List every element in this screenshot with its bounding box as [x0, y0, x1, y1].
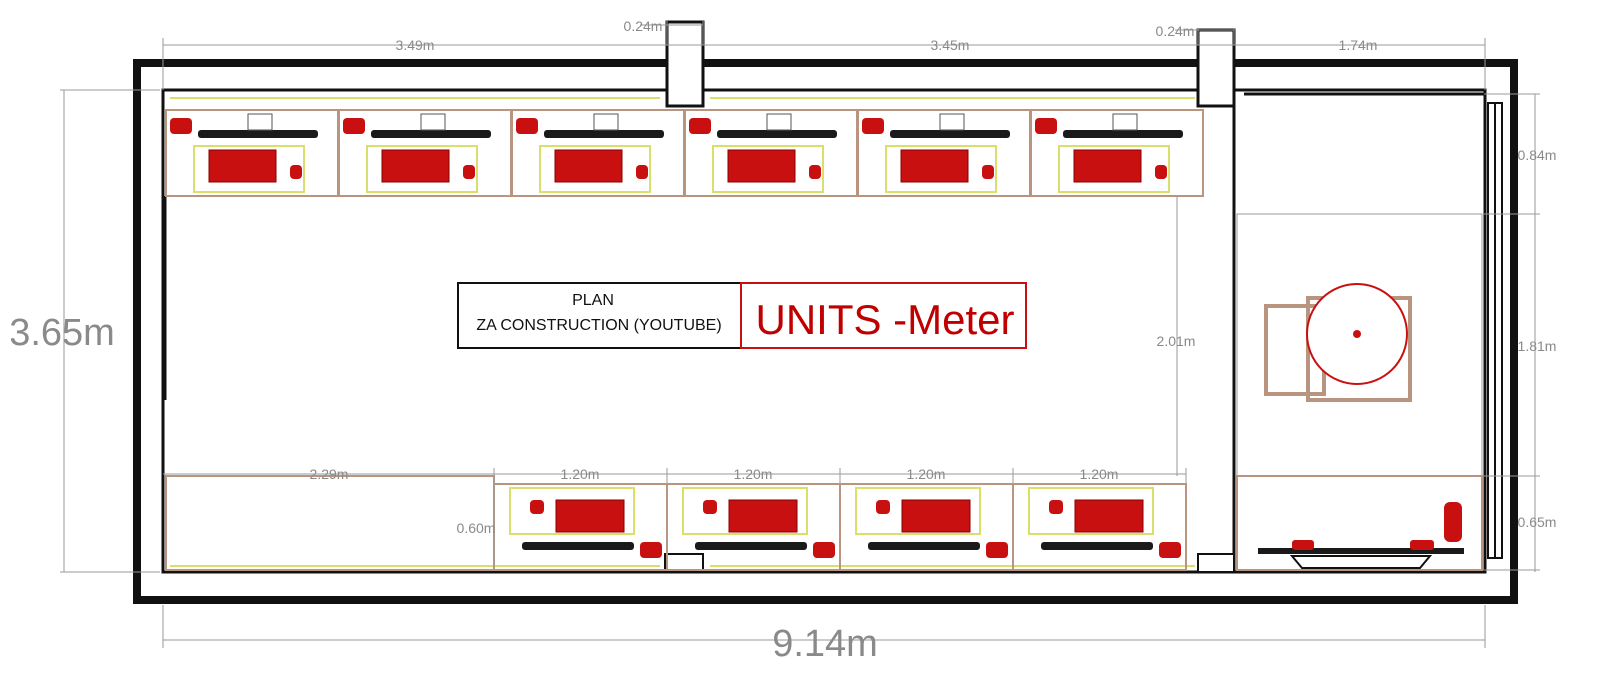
desk-station [338, 109, 512, 197]
dim-top-column-2: 0.24m [1156, 23, 1195, 39]
dim-left-height: 3.65m [9, 312, 115, 354]
desk-station [857, 109, 1031, 197]
dim-bottom-width: 9.14m [772, 623, 878, 665]
desk-station [493, 483, 668, 571]
dimension-labels: 3.49m 0.24m 3.45m 0.24m 1.74m 3.65m 9.14… [9, 18, 1556, 665]
desk-station [839, 483, 1014, 571]
desk-station [684, 109, 858, 197]
meeting-area [1236, 213, 1483, 571]
bottom-left-counter [165, 475, 495, 571]
dim-bottom-left: 2.29m [310, 466, 349, 482]
reception-counter [1236, 475, 1483, 571]
title-block: PLAN ZA CONSTRUCTION (YOUTUBE) UNITS -Me… [457, 282, 1027, 349]
dim-desk-width: 1.20m [561, 466, 600, 482]
desk-station [511, 109, 685, 197]
dim-right-mid: 1.81m [1518, 338, 1557, 354]
dim-desk-width: 1.20m [1080, 466, 1119, 482]
chair-icon [1444, 502, 1462, 542]
dim-top-mid: 3.45m [931, 37, 970, 53]
desk-station [1030, 109, 1204, 197]
desk-station [1012, 483, 1187, 571]
dim-top-column-1: 0.24m [624, 18, 663, 34]
desk-station [165, 109, 339, 197]
dim-right-top: 0.84m [1518, 147, 1557, 163]
top-desk-row [165, 109, 1204, 197]
dim-right-bottom: 0.65m [1518, 514, 1557, 530]
plan-title: PLAN [572, 292, 614, 309]
cable-strips [170, 97, 1195, 567]
dim-top-right: 1.74m [1339, 37, 1378, 53]
walls [133, 20, 1518, 604]
units-label: UNITS -Meter [755, 296, 1014, 343]
dim-room-depth: 2.01m [1157, 333, 1196, 349]
dimension-lines [60, 20, 1540, 648]
plan-subtitle: ZA CONSTRUCTION (YOUTUBE) [476, 317, 721, 334]
dim-desk-width: 1.20m [907, 466, 946, 482]
dim-top-left: 3.49m [396, 37, 435, 53]
dim-desk-width: 1.20m [734, 466, 773, 482]
dim-desk-depth: 0.60m [457, 520, 496, 536]
